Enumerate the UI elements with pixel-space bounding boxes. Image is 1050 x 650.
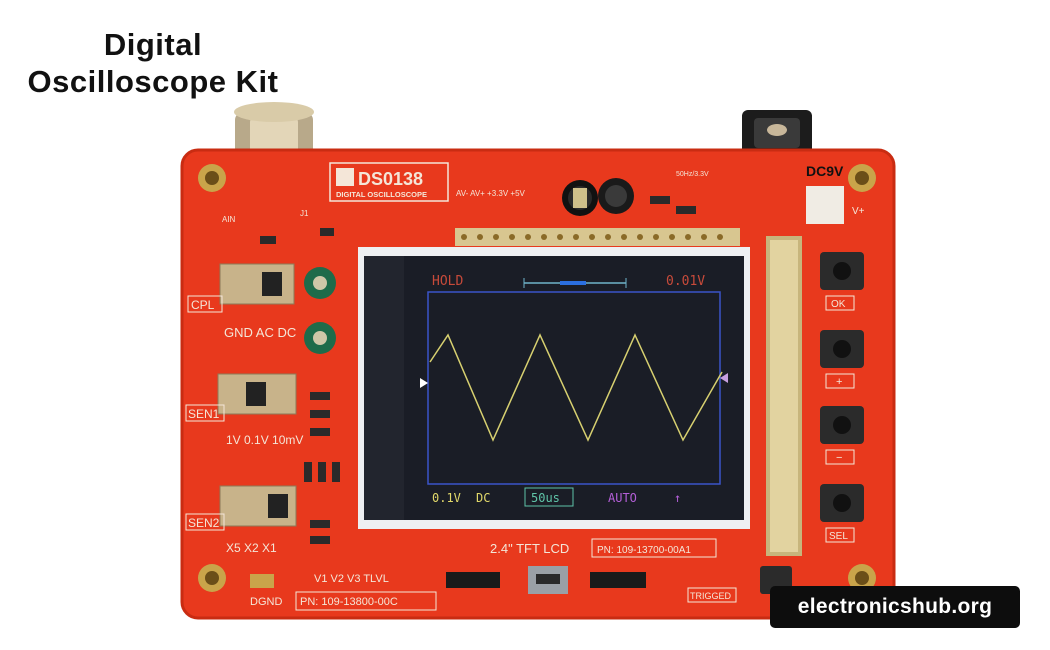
timebase-readout: 50us (531, 491, 560, 505)
vplus-label: V+ (852, 206, 865, 217)
sen1-label: SEN1 (188, 407, 220, 421)
button-ok-label: OK (831, 299, 846, 310)
watermark: electronicshub.org (770, 586, 1020, 628)
sen2-options: X5 X2 X1 (226, 541, 277, 555)
dgnd-label: DGND (250, 596, 282, 608)
sen1-options: 1V 0.1V 10mV (226, 433, 303, 447)
hold-status: HOLD (432, 274, 463, 289)
button-minus-label: − (836, 452, 842, 464)
button-labels: OK + − SEL (825, 295, 855, 543)
triggered-label: TRIGGED (690, 591, 732, 601)
title-line-1: Digital (103, 27, 203, 62)
j1-label: J1 (300, 209, 309, 218)
level-marker-left (420, 378, 428, 388)
waveform-trace (429, 333, 723, 442)
capacitors (562, 178, 634, 216)
header-right (766, 236, 802, 556)
header-j4 (455, 228, 740, 246)
button-plus-label: + (836, 376, 842, 388)
voltage-readout: 0.01V (666, 274, 705, 289)
trigger-position-bar (523, 278, 627, 288)
cpl-options: GND AC DC (224, 325, 296, 340)
push-buttons[interactable] (820, 252, 864, 522)
trimmers[interactable] (304, 267, 336, 354)
model-label: DS0138 (358, 169, 423, 189)
sen2-label: SEN2 (188, 516, 220, 530)
board-subtitle: DIGITAL OSCILLOSCOPE (336, 190, 427, 199)
timebase-box (524, 487, 574, 507)
main-part-number: PN: 109-13800-00C (300, 596, 398, 608)
mount-holes (198, 164, 876, 592)
test-point-labels: V1 V2 V3 TLVL (314, 573, 389, 585)
lcd-label: 2.4" TFT LCD (490, 541, 569, 556)
ain-label: AIN (222, 215, 236, 224)
power-connector (806, 186, 844, 224)
level-marker-right (720, 373, 728, 383)
page-title: Digital Oscilloscope Kit (18, 26, 288, 100)
title-line-2: Oscilloscope Kit (27, 64, 279, 99)
bottom-headers (446, 566, 646, 594)
cpl-label: CPL (191, 298, 215, 312)
power-pin-labels: AV- AV+ +3.3V +5V (456, 189, 526, 198)
dc-input-label: DC9V (806, 163, 844, 179)
signal-label: 50Hz/3.3V (676, 171, 709, 178)
sen1-switch[interactable] (217, 373, 297, 415)
graticule-frame (427, 291, 721, 485)
sen2-switch[interactable] (219, 485, 297, 527)
button-sel-label: SEL (829, 531, 848, 542)
volts-per-div: 0.1V (432, 491, 461, 505)
board-logo: DS0138 DIGITAL OSCILLOSCOPE (329, 162, 449, 202)
trigger-slope: ↑ (674, 491, 681, 505)
cpl-switch[interactable] (219, 263, 295, 305)
lcd-screen (364, 256, 744, 520)
trigger-mode: AUTO (608, 491, 637, 505)
smd-components (260, 196, 696, 544)
coupling-readout: DC (476, 491, 490, 505)
lcd-part-number: PN: 109-13700-00A1 (597, 545, 691, 556)
